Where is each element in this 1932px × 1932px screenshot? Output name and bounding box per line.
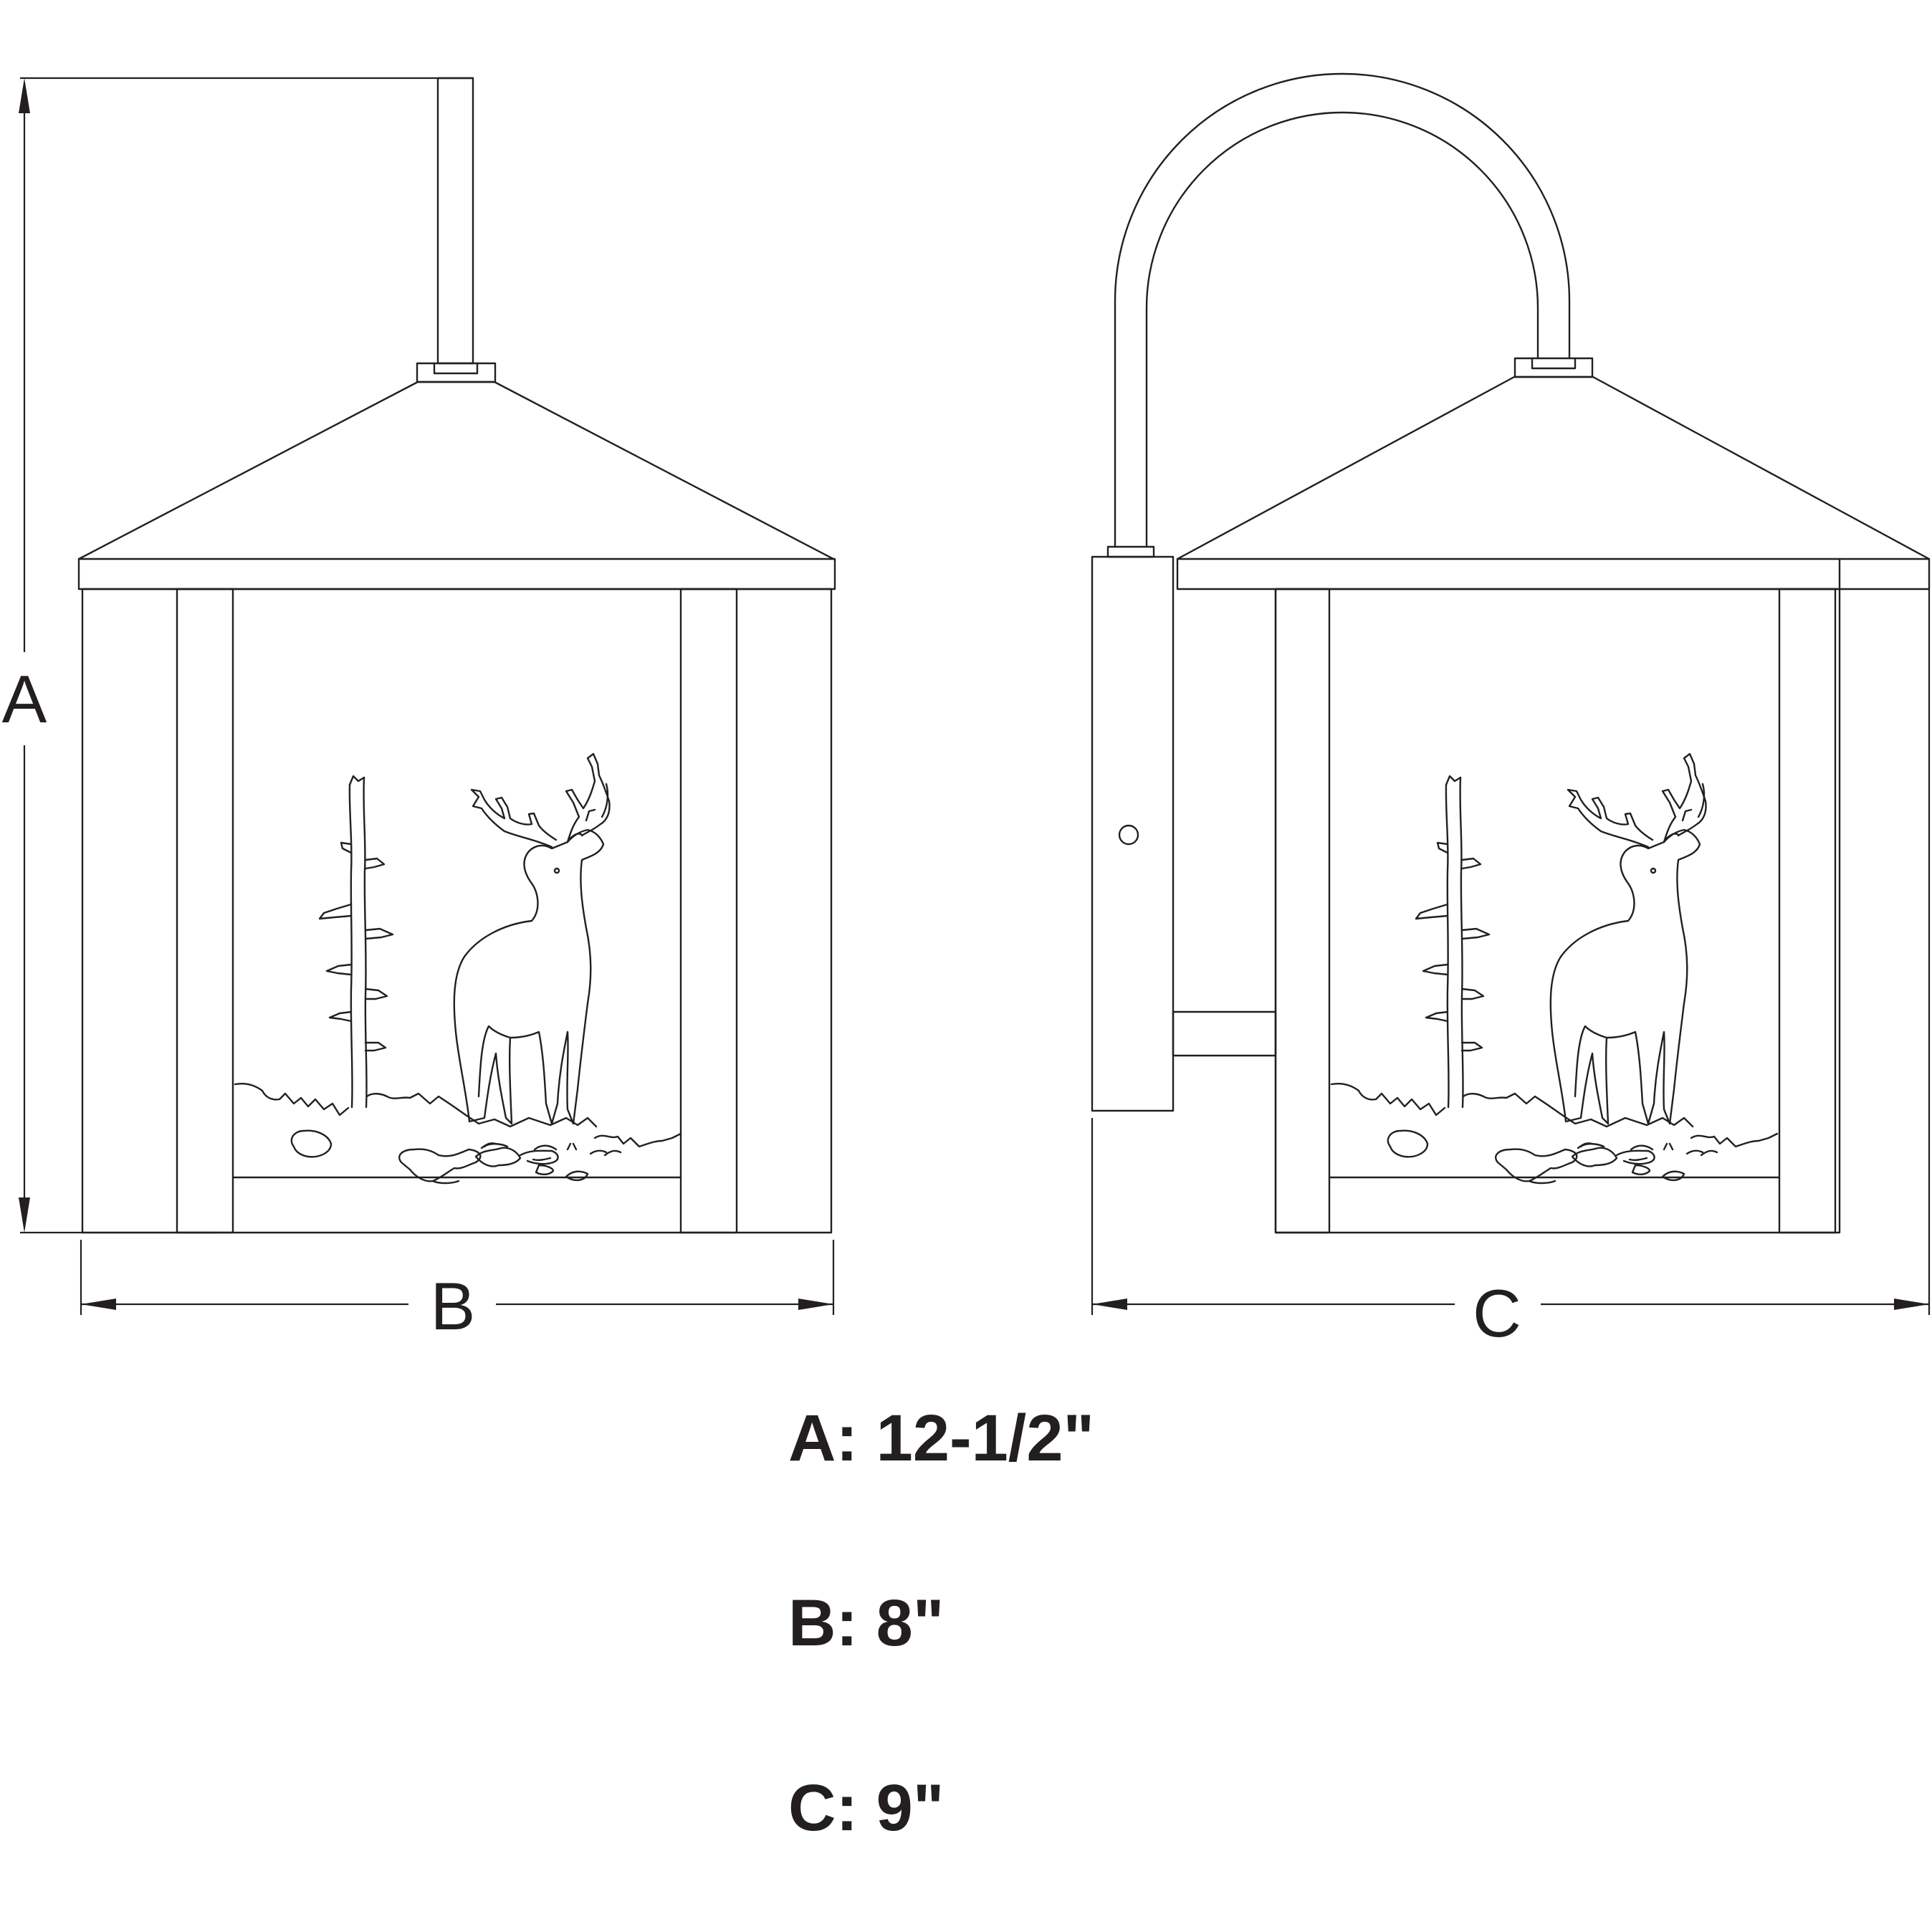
dimension-b-label: B [431,1268,476,1344]
front-right-post [679,588,738,1234]
backplate-screw [1118,824,1139,846]
front-left-post [176,588,234,1234]
arrow-b-left [81,1299,116,1310]
side-eave-band [1176,558,1931,590]
arrow-b-right [798,1299,833,1310]
front-deer-scene [234,752,682,1185]
arrow-c-left [1092,1299,1127,1310]
arrow-a-bottom [19,1197,30,1233]
side-connector [1172,1010,1277,1057]
spec-b-key: B [788,1587,836,1660]
wall-backplate [1091,555,1175,1112]
dimension-c: C [1091,589,1931,1351]
front-roof [77,381,835,560]
spec-a-value: 12-1/2" [876,1402,1095,1475]
dimension-b: B [80,1240,835,1344]
front-stem [436,77,474,365]
arrow-c-right [1894,1299,1929,1310]
front-body [81,588,833,1234]
gooseneck-arm [1114,72,1571,548]
spec-a: A: 12-1/2" [788,1402,1095,1475]
spec-a-key: A [788,1402,836,1475]
side-body [1274,588,1841,1234]
front-eave-band [77,558,836,590]
dimension-spec-list: A: 12-1/2" B: 8" C: 9" [788,1402,1095,1845]
dimension-a: A [2,77,473,1234]
side-view-lantern [1091,72,1931,1234]
arm-collar-lower [1106,545,1155,558]
spec-b-value: 8" [876,1587,945,1660]
dimension-c-label: C [1473,1276,1521,1351]
side-deer-scene [1330,752,1779,1185]
spec-c-value: 9" [876,1771,945,1845]
side-right-post [1778,588,1837,1234]
spec-b: B: 8" [788,1587,945,1660]
dimension-a-label: A [2,661,47,737]
spec-c-key: C [788,1771,836,1845]
front-view-lantern [77,77,836,1234]
arrow-a-top [19,78,30,113]
side-roof [1176,376,1931,560]
side-left-post [1274,588,1331,1234]
spec-c: C: 9" [788,1771,945,1845]
